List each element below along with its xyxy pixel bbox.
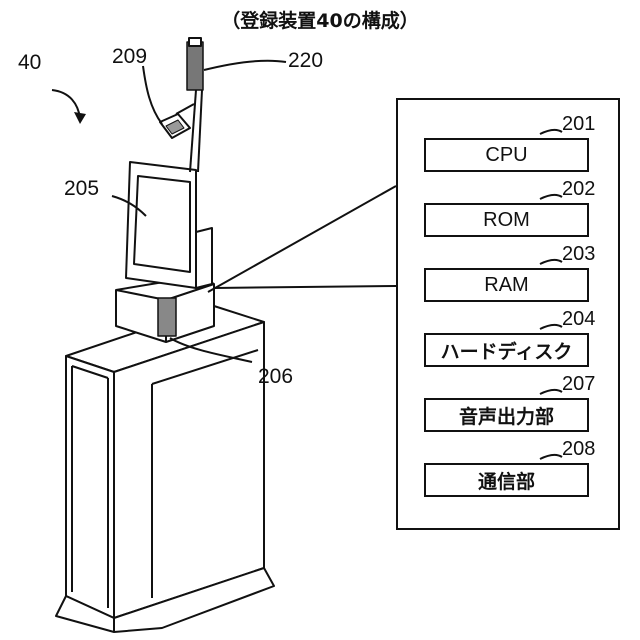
component-communication: 通信部: [424, 463, 589, 497]
component-hard-disk: ハードディスク: [424, 333, 589, 367]
ref-camera: 209: [112, 46, 147, 67]
ref-device: 40: [18, 52, 41, 73]
ref-cpu: 201: [562, 114, 595, 134]
ref-hard-disk: 204: [562, 309, 595, 329]
display-screen: [134, 176, 190, 272]
ref-ram: 203: [562, 244, 595, 264]
speaker-grille: [158, 298, 176, 336]
cabinet-front: [66, 356, 114, 618]
component-rom: ROM: [424, 203, 589, 237]
display-stand: [196, 228, 212, 288]
leader-220: [204, 61, 286, 70]
component-ram: RAM: [424, 268, 589, 302]
cabinet-side: [114, 322, 264, 618]
ref-light: 220: [288, 50, 323, 71]
ref-audio-output: 207: [562, 374, 595, 394]
component-cpu: CPU: [424, 138, 589, 172]
ref-display: 205: [64, 178, 99, 199]
callout-lines: [208, 186, 396, 292]
light-head: [187, 42, 203, 90]
ref-communication: 208: [562, 439, 595, 459]
ref-speaker: 206: [258, 366, 293, 387]
leader-209: [143, 66, 162, 124]
component-audio-output: 音声出力部: [424, 398, 589, 432]
ref-rom: 202: [562, 179, 595, 199]
